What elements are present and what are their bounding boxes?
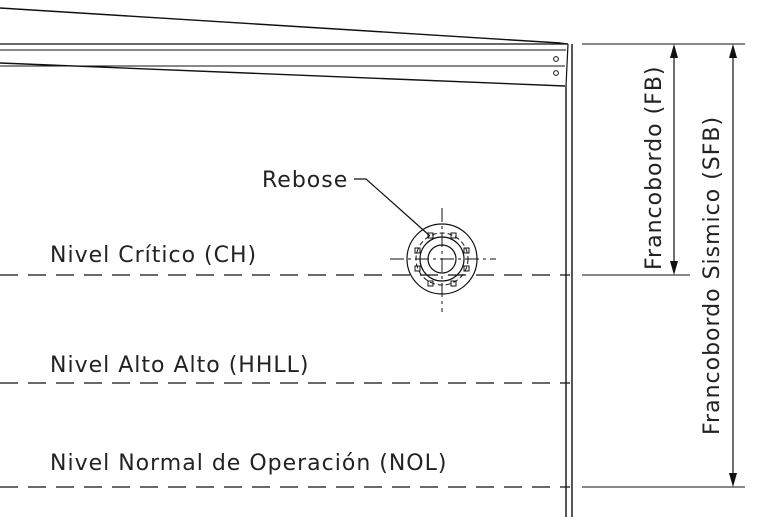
bolt-icon — [553, 56, 559, 62]
overflow-flange — [390, 208, 496, 312]
dimension-sfb — [729, 44, 737, 487]
label-nivel-critico: Nivel Crítico (CH) — [50, 243, 257, 268]
dimension-extension-lines — [582, 43, 745, 488]
bolt-icon — [553, 70, 559, 76]
label-nivel-alto-alto: Nivel Alto Alto (HHLL) — [50, 353, 309, 378]
label-francobordo-sismico: Francobordo Sismico (SFB) — [700, 116, 725, 435]
dimension-fb — [670, 44, 678, 275]
label-rebose: Rebose — [262, 168, 348, 193]
rebose-leader — [354, 178, 431, 237]
tank-roof — [0, 7, 569, 87]
label-francobordo-fb: Francobordo (FB) — [642, 66, 667, 271]
tank-wall — [565, 44, 573, 517]
label-nivel-normal: Nivel Normal de Operación (NOL) — [50, 451, 447, 476]
